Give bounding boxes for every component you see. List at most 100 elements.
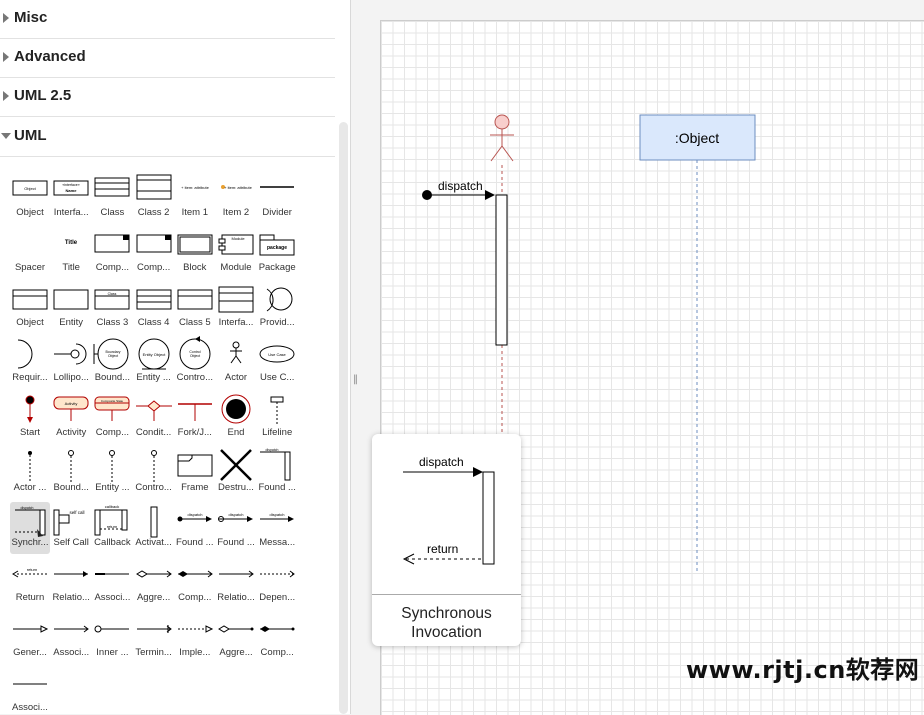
shape-class-2[interactable]: Class 2 [134,172,174,224]
shape-block[interactable]: Block [175,227,215,279]
shape-thumbnail-icon [10,229,50,259]
shape-label: Messa... [259,537,296,548]
shape-thumbnail-icon [220,449,252,481]
shape-thumbnail-icon: Class [94,289,130,310]
shape-thumbnail-icon [13,625,49,633]
shape-preview-tooltip: dispatch return Synchronous Invocation [372,434,521,646]
svg-text:Activity: Activity [65,401,78,406]
shape-condit[interactable]: Condit... [134,392,174,444]
shape-end[interactable]: End [216,392,256,444]
shape-lollipo[interactable]: Lollipo... [51,337,91,389]
shape-thumbnail-icon: + item: attribute [181,185,209,190]
shape-bound[interactable]: Bound... [51,447,91,499]
sidebar-scrollbar[interactable] [339,122,348,714]
shape-comp[interactable]: Comp... [92,227,132,279]
shape-provid[interactable]: Provid... [257,282,297,334]
shape-relatio[interactable]: Relatio... [51,557,91,609]
shape-class-4[interactable]: Class 4 [134,282,174,334]
shape-thumbnail-icon [135,400,172,421]
actor-shape[interactable] [490,114,514,162]
shape-thumbnail-icon [13,683,47,685]
shape-lifeline[interactable]: Lifeline [257,392,297,444]
object-label: :Object [675,130,719,146]
shape-thumbnail-icon: return [12,567,47,578]
shape-requir[interactable]: Requir... [10,337,50,389]
shape-gener[interactable]: Gener... [10,612,50,664]
sidebar-splitter-handle[interactable]: ‖ [353,374,358,385]
shape-depen[interactable]: Depen... [257,557,297,609]
shape-comp[interactable]: Comp... [134,227,174,279]
activation-bar[interactable] [495,194,508,346]
shape-thumbnail-icon [219,570,254,578]
svg-text:Object: Object [108,354,118,358]
found-message-arrow[interactable] [422,190,495,200]
shape-comp[interactable]: Comp... [257,612,297,664]
shape-thumbnail-icon: Entity Object [138,338,170,370]
shape-contro[interactable]: Contro... [134,447,174,499]
shape-interfa[interactable]: Interfa... [216,282,256,334]
shape-comp[interactable]: Comp... [175,557,215,609]
svg-text:callback: callback [105,504,119,509]
shape-thumbnail-icon: dispatch [260,512,295,522]
shape-entity[interactable]: Entity [51,282,91,334]
shape-thumbnail-icon [177,625,213,633]
object-lifeline-box[interactable] [639,114,756,161]
shape-associ[interactable]: Associ... [92,557,132,609]
chevron-right-icon [3,91,9,101]
shape-associ[interactable]: Associ... [10,667,50,714]
shape-class-5[interactable]: Class 5 [175,282,215,334]
shape-class[interactable]: Class [92,172,132,224]
shape-aggre[interactable]: Aggre... [216,612,256,664]
shape-actor[interactable]: Actor ... [10,447,50,499]
shape-frame[interactable]: Frame [175,447,215,499]
shape-fork-j[interactable]: Fork/J... [175,392,215,444]
svg-text:Module: Module [231,236,245,241]
shape-start[interactable]: Start [10,392,50,444]
shape-object[interactable]: Object [10,282,50,334]
shape-relatio[interactable]: Relatio... [216,557,256,609]
shape-termin[interactable]: Termin... [134,612,174,664]
shape-divider[interactable]: Divider [257,172,297,224]
shape-thumbnail-icon [150,506,158,538]
shape-destru[interactable]: Destru... [216,447,256,499]
shape-actor[interactable]: Actor [216,337,256,389]
shape-thumbnail-icon [94,177,130,197]
svg-text:Entity Object: Entity Object [142,352,166,357]
shape-associ[interactable]: Associ... [51,612,91,664]
shape-inner[interactable]: Inner ... [92,612,132,664]
section-misc[interactable]: Misc [0,0,335,39]
chevron-right-icon [3,13,9,23]
shape-aggre[interactable]: Aggre... [134,557,174,609]
shape-imple[interactable]: Imple... [175,612,215,664]
shape-spacer[interactable]: Spacer [10,227,50,279]
shape-activat[interactable]: Activat... [134,502,174,554]
section-advanced[interactable]: Advanced [0,39,335,78]
shape-thumbnail-icon: «interface»Name [53,180,89,196]
section-uml-2-5[interactable]: UML 2.5 [0,78,335,117]
section-uml[interactable]: UML [0,118,335,157]
shape-entity[interactable]: Entity ... [92,447,132,499]
shape-thumbnail-icon [177,454,213,477]
